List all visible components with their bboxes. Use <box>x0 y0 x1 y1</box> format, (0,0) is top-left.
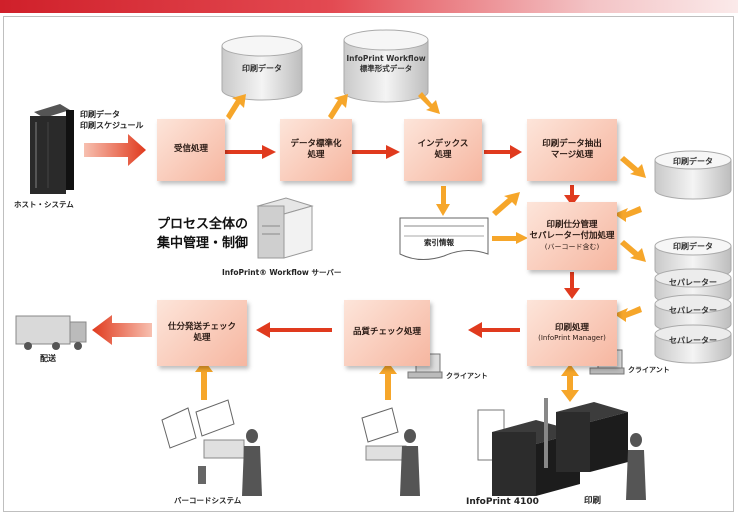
quality-check-process-box: 品質チェック処理 <box>344 300 430 366</box>
print-data-right-cylinder <box>654 150 732 200</box>
host-flow-arrow <box>84 134 146 166</box>
print-sort-process-box: 印刷仕分管理 セパレーター付加処理 (バーコード含む) <box>527 202 617 270</box>
print-data-top-label: 印刷データ <box>242 64 282 73</box>
diagram-frame <box>3 16 734 512</box>
barcode-system-label: バーコードシステム <box>174 496 242 505</box>
print-sort-title: 印刷仕分管理 セパレーター付加処理 <box>529 219 615 242</box>
delivery-flow-arrow <box>92 315 152 345</box>
separator-label-1: セパレーター <box>669 278 717 287</box>
print-sort-note: (バーコード含む) <box>544 242 600 251</box>
barcode-station-icon <box>161 399 262 496</box>
central-control-title: プロセス全体の 集中管理・制御 <box>157 217 249 251</box>
index-doc-label: 索引情報 <box>424 238 454 247</box>
workflow-server-icon <box>256 197 314 259</box>
index-document-icon <box>399 217 489 260</box>
print-process-note: (InfoPrint Manager) <box>538 334 606 343</box>
separator-label-3: セパレーター <box>669 336 717 345</box>
client-label-1: クライアント <box>446 372 488 380</box>
quality-check-station-icon <box>361 407 420 496</box>
extract-merge-process-box: 印刷データ抽出 マージ処理 <box>527 119 617 181</box>
print-data-stack-cylinders <box>654 236 732 364</box>
print-label: 印刷 <box>584 496 602 506</box>
printer-model-label: InfoPrint 4100 <box>466 497 539 507</box>
index-process-box: インデックス 処理 <box>404 119 482 181</box>
print-data-top-cylinder <box>221 35 303 101</box>
print-process-box: 印刷処理 (InfoPrint Manager) <box>527 300 617 366</box>
host-server-icon <box>30 104 74 194</box>
client-label-2: クライアント <box>628 366 670 374</box>
host-title: 印刷データ 印刷スケジュール <box>80 110 144 130</box>
data-flow-arrows <box>195 92 646 402</box>
truck-icon <box>15 315 87 350</box>
printer-system-icon <box>477 398 646 500</box>
ship-check-process-box: 仕分発送チェック 処理 <box>157 300 247 366</box>
separator-label-2: セパレーター <box>669 306 717 315</box>
delivery-label: 配送 <box>40 354 56 363</box>
workflow-format-label: InfoPrint Workflow 標準形式データ <box>346 54 426 73</box>
receive-process-box: 受信処理 <box>157 119 225 181</box>
header-bar <box>0 0 738 13</box>
print-data-stack-label: 印刷データ <box>673 242 713 251</box>
workflow-server-label: InfoPrint® Workflow サーバー <box>222 268 342 277</box>
workflow-format-cylinder <box>343 29 429 103</box>
print-data-right-label: 印刷データ <box>673 157 713 166</box>
standardize-process-box: データ標準化 処理 <box>280 119 352 181</box>
flow-arrows <box>224 145 580 338</box>
print-process-title: 印刷処理 <box>554 322 589 333</box>
host-caption: ホスト・システム <box>14 200 74 209</box>
